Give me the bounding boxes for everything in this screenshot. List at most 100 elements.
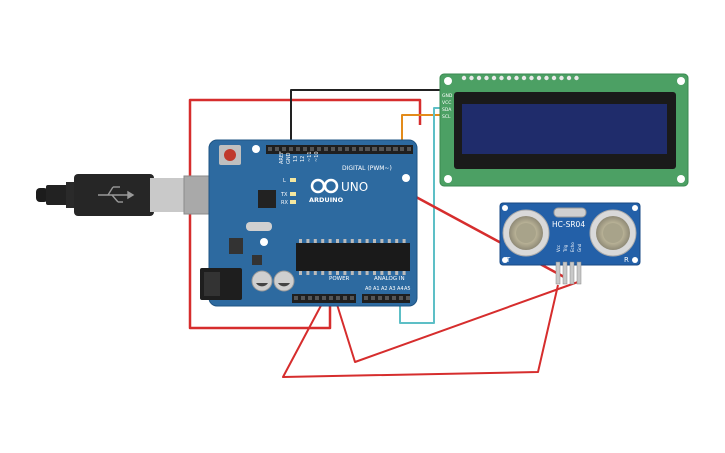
svg-text:12: 12 [300,156,306,162]
pin-hole [402,271,406,275]
pin-hole [308,296,312,300]
pin-hole [301,296,305,300]
pin-hole [365,239,369,243]
pin-hole [402,239,406,243]
svg-text:Vcc: Vcc [556,245,561,252]
lcd-screen [462,104,667,154]
led-rx [290,200,296,204]
power-pin-holes[interactable] [294,296,410,300]
svg-text:Gnd: Gnd [577,243,582,252]
power-header-label: POWER [329,276,350,282]
pin-hole [328,271,332,275]
svg-text:Trig: Trig [563,244,568,253]
svg-text:SCL: SCL [442,114,451,120]
mounting-hole [677,77,685,85]
wire-black-gnd[interactable] [290,89,442,148]
pin-hole [385,296,389,300]
pin-hole [365,147,369,151]
svg-text:GND: GND [286,152,292,164]
svg-text:SDA: SDA [442,107,452,113]
led-tx-label: TX [280,192,288,198]
pin-hole [406,296,410,300]
analog-header-label: ANALOG IN [374,276,405,282]
lcd-pad [551,75,557,81]
pin-hole [310,147,314,151]
pin-hole [392,296,396,300]
svg-text:A0: A0 [365,286,372,292]
lcd-pad [491,75,497,81]
lcd-pad [469,75,474,81]
pin-hole [399,296,403,300]
arduino-uno-board[interactable]: AREF GND 13 12 ~11 ~10 DIGITAL (PWM~) UN… [200,139,418,307]
digital-pin-labels: AREF GND 13 12 ~11 ~10 [279,151,320,164]
pin-hole [313,271,317,275]
usb-cable[interactable] [36,174,225,216]
lcd-pad [544,75,549,81]
svg-text:Echo: Echo [570,242,575,252]
pin-hole [338,147,342,151]
pin-hole [317,147,321,151]
pin-hole [358,239,362,243]
wire-red-echo[interactable] [334,281,579,363]
pin-hole [373,239,376,243]
pin-hole [315,296,319,300]
pin-hole [393,147,397,151]
transmitter-icon [502,209,550,257]
lcd-pad [484,75,489,81]
usb-chip [258,190,276,208]
pin-hole [275,147,279,151]
svg-text:~10: ~10 [314,151,320,162]
digital-header-label: DIGITAL (PWM~) [342,165,392,172]
ultrasonic-sensor-hc-sr04[interactable]: HC-SR04 T R Vcc Trig Echo Gnd [499,202,641,285]
pin-hole [331,147,335,151]
pin-hole [378,296,382,300]
lcd-pad [506,75,512,81]
pin-hole [380,239,384,243]
lcd-pin-labels: GND VCC SDA SCL [442,93,453,120]
crystal [246,222,272,231]
pin-hole [299,271,302,275]
board-brand: ARDUINO [309,196,344,204]
atmega-chip [296,243,410,271]
pin-hole [352,147,356,151]
svg-text:13: 13 [293,156,299,162]
pin-hole [387,271,391,275]
capacitor [273,270,295,292]
pin-hole [407,147,411,151]
pin-hole [336,239,339,243]
wire-cyan-sda[interactable] [399,107,441,324]
svg-text:A5: A5 [404,286,411,292]
lcd-pad [499,75,504,81]
lcd-pad [521,75,527,81]
sensor-pins[interactable] [555,261,582,285]
pin-hole [322,296,326,300]
lcd-pad [529,75,534,81]
pin-hole [306,271,310,275]
lcd-pad [559,75,564,81]
receiver-icon [589,209,637,257]
pin-hole [373,271,376,275]
pin-hole [372,147,376,151]
board-model: UNO [341,180,368,194]
pin-hole [289,147,293,151]
sensor-pin-labels: Vcc Trig Echo Gnd [556,242,582,253]
lcd-pad [476,75,482,81]
pin-hole [294,296,298,300]
pin-hole [299,239,302,243]
led-tx [290,192,296,196]
wire-red-vcc[interactable] [282,284,559,378]
digital-pin-holes[interactable] [268,147,411,151]
svg-text:A1: A1 [373,286,380,292]
pin-hole [350,239,354,243]
pin-hole [386,147,390,151]
sensor-crystal [553,207,587,218]
led-rx-label: RX [281,200,288,206]
pin-hole [329,296,333,300]
sensor-name: HC-SR04 [552,220,585,229]
pin-hole [365,271,369,275]
pin-hole [282,147,286,151]
led-l [290,178,296,182]
pin-hole [306,239,310,243]
lcd-module[interactable]: GND VCC SDA SCL [439,73,689,187]
